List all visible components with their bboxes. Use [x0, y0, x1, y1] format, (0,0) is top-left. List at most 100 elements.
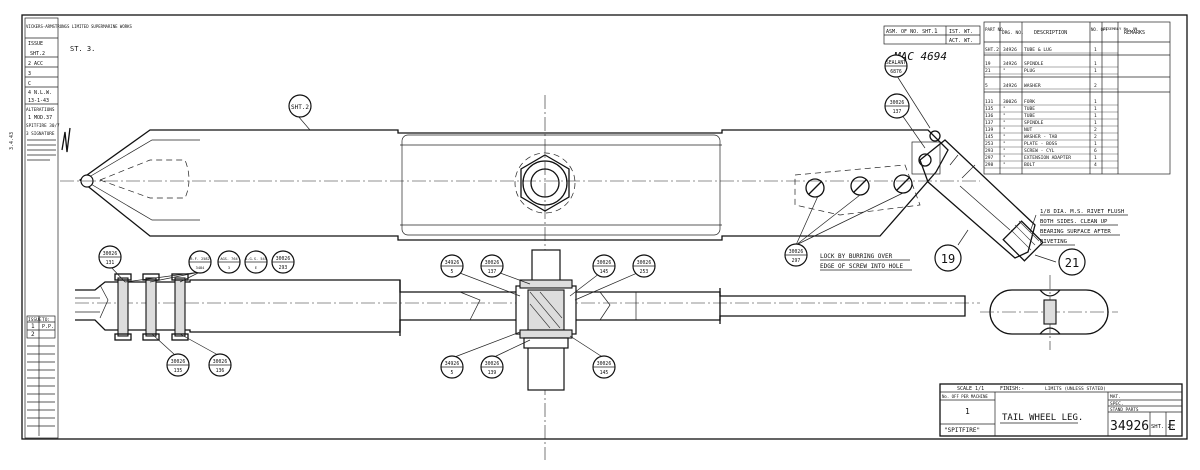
parts-header: REMARKS: [1124, 30, 1145, 36]
title-finish: FINISH:-: [1000, 386, 1024, 392]
revision-line: 3: [28, 71, 31, 77]
callout-top: 30026: [213, 359, 228, 365]
parts-qty: 1: [1094, 99, 1097, 105]
callout-top: SEALANT: [886, 60, 906, 66]
parts-drawing-no: ": [1003, 68, 1006, 74]
callout-bot: 131: [106, 260, 115, 266]
parts-description: EXTENSION ADAPTER: [1024, 155, 1071, 161]
parts-part-no: 5: [985, 83, 988, 89]
callout-top: 30026: [485, 361, 500, 367]
revision-line: SPITFIRE 30/7: [26, 123, 60, 129]
end-section: [980, 275, 1118, 350]
note-line: RIVETING: [1040, 239, 1068, 245]
note-line: BEARING SURFACE AFTER: [1040, 229, 1111, 235]
parts-drawing-no: ": [1003, 141, 1006, 147]
callout-number: 19: [941, 252, 955, 266]
parts-description: PLATE - BOSS: [1024, 141, 1057, 147]
parts-part-no: 136: [985, 113, 994, 119]
parts-drawing-no: 34926: [1003, 61, 1017, 67]
revision-header: VICKERS-ARMSTRONGS LIMITED SUPERMARINE W…: [26, 24, 133, 29]
parts-part-no: 135: [985, 106, 994, 112]
revision-line: C: [28, 81, 31, 87]
revision-line: 13-1-43: [28, 98, 49, 104]
parts-header: DESCRIPTION: [1034, 30, 1067, 36]
callout-top: 30026: [597, 361, 612, 367]
parts-drawing-no: 34926: [1003, 83, 1017, 89]
parts-drawing-no: ": [1003, 148, 1006, 154]
callout-top: 30026: [890, 100, 905, 106]
note-line: EDGE OF SCREW INTO HOLE: [820, 263, 903, 270]
callout-bubble: 30026 131: [98, 245, 122, 269]
parts-description: TUBE: [1024, 106, 1035, 112]
parts-part-no: 253: [985, 141, 994, 147]
nut-hex: [520, 154, 570, 212]
parts-qty: 1: [1094, 120, 1097, 126]
callout-bot: 145: [600, 269, 609, 275]
callout-number: 21: [1065, 256, 1079, 270]
callout-19: 19: [934, 244, 962, 272]
parts-qty: 2: [1094, 134, 1097, 140]
callout-bot: 5: [451, 370, 454, 376]
parts-description: SPINDLE: [1024, 61, 1044, 67]
issue-table-cell: 1: [31, 323, 35, 330]
boss-plate: [401, 134, 721, 236]
callout-top: 30026: [103, 251, 118, 257]
callout-top: AGS. 764: [220, 257, 237, 261]
title-no-off-label: No. OFF PER MACHINE: [942, 394, 988, 399]
parts-part-no: SHT.2: [985, 47, 999, 53]
rivet-note: 1/8 DIA. M.S. RIVET FLUSH BOTH SIDES. CL…: [1040, 209, 1128, 246]
callout-sht2: SHT.2: [288, 94, 312, 118]
parts-drawing-no: ": [1003, 134, 1006, 140]
callout-top: 34926: [445, 260, 460, 266]
issue-table-cell: 2: [31, 331, 35, 338]
callout-top: 30026: [597, 260, 612, 266]
callout-top: 30026: [789, 249, 804, 255]
revision-line: 4 N.L.W.: [28, 90, 52, 96]
callout-top: 34926: [445, 361, 460, 367]
parts-part-no: 21: [985, 68, 991, 74]
parts-description: WASHER - TAB: [1024, 134, 1057, 140]
sheet-ref-value: 1: [934, 28, 938, 35]
mac-number: MAC 4694: [893, 50, 947, 63]
parts-qty: 6: [1094, 148, 1097, 154]
sheet-ref-ist-wt: IST. WT.: [949, 29, 973, 35]
drawing-sheet: SHT. 2.: [1151, 424, 1174, 430]
callout-top: 30026: [637, 260, 652, 266]
parts-header: NO. OFF: [1091, 27, 1108, 32]
issue-table: [26, 315, 56, 339]
screw-group: [794, 164, 921, 216]
issue-table-header: ISSUE: [28, 317, 42, 323]
parts-description: TUBE: [1024, 113, 1035, 119]
callout-bot: 136: [216, 368, 225, 374]
callout-21: 21: [1058, 248, 1086, 276]
revision-line: 1 MOD.37: [28, 115, 52, 121]
parts-qty: 1: [1094, 68, 1097, 74]
parts-qty: 1: [1094, 106, 1097, 112]
parts-description: FORK: [1024, 99, 1035, 105]
sheet-reference-box: ASM. OF NO. SHT. 1 IST. WT. ACT. WT.: [883, 25, 981, 45]
bolts-left: [114, 273, 189, 341]
parts-drawing-no: ": [1003, 120, 1006, 126]
revision-line: SHT.2: [30, 51, 45, 57]
title-block: SCALE 1/1 FINISH:- LIMITS (UNLESS STATED…: [939, 383, 1183, 437]
issue-table-header: TO:: [42, 317, 50, 323]
leader-lines: [109, 75, 1057, 359]
drawing-number: 34926: [1110, 419, 1149, 434]
callout-top: A.G.S. 545: [245, 257, 267, 261]
title-type: "SPITFIRE": [944, 427, 980, 434]
callout-top: 30026: [171, 359, 186, 365]
revision-block: VICKERS-ARMSTRONGS LIMITED SUPERMARINE W…: [9, 17, 133, 439]
parts-drawing-no: ": [1003, 127, 1006, 133]
callout-bubble: 34926 5: [440, 355, 464, 379]
parts-drawing-no: ": [1003, 113, 1006, 119]
callout-bot: 135: [174, 368, 183, 374]
